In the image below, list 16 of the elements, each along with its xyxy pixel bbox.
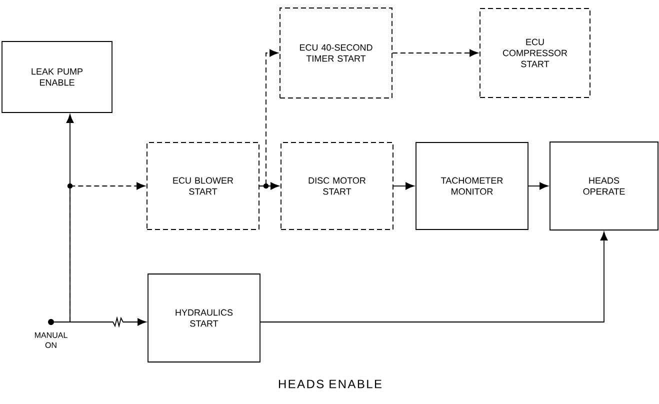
process-box: ECU COMPRESSOR START: [480, 8, 590, 98]
arrow: [54, 316, 146, 328]
arrow: [259, 182, 280, 190]
process-box: TACHOMETER MONITOR: [416, 142, 528, 230]
arrow: [392, 49, 478, 57]
process-box: ECU 40-SECOND TIMER START: [280, 8, 392, 98]
process-box: HYDRAULICS START: [148, 274, 260, 362]
process-box: HEADS OPERATE: [550, 142, 658, 230]
process-box: LEAK PUMP ENABLE: [2, 41, 112, 113]
arrow: [393, 182, 414, 190]
process-box: DISC MOTOR START: [280, 142, 394, 230]
terminal-label: MANUAL ON: [35, 332, 68, 348]
arrow: [260, 232, 608, 322]
arrow: [528, 182, 548, 190]
caption: HEADS ENABLE: [278, 380, 382, 388]
process-box: ECU BLOWER START: [146, 142, 260, 230]
